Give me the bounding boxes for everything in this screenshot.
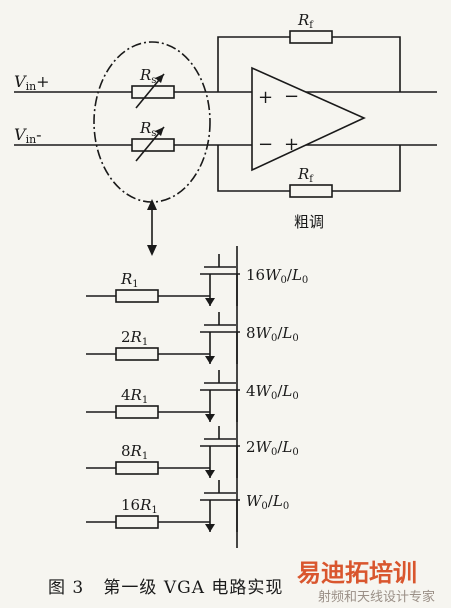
width-slash: / bbox=[268, 492, 274, 510]
vin-minus-label: Vin- bbox=[14, 125, 42, 146]
resistor-symbol: R bbox=[120, 270, 132, 288]
branch-resistor bbox=[115, 461, 159, 475]
branch-3 bbox=[86, 370, 240, 422]
rf-bottom-wire bbox=[217, 145, 290, 192]
branch-resistor bbox=[115, 347, 159, 361]
branch-resistor-label: R1 bbox=[120, 270, 139, 290]
resistor-subscript: 1 bbox=[142, 395, 148, 406]
rf-bottom-label: Rf bbox=[297, 165, 314, 185]
branch-resistor-label: 16R1 bbox=[121, 496, 158, 516]
resistor-coefficient: 16 bbox=[121, 496, 140, 514]
resistor-subscript: 1 bbox=[142, 337, 148, 348]
width-subscript: 0 bbox=[271, 391, 277, 402]
width-slash: / bbox=[287, 266, 293, 284]
branch-5 bbox=[86, 480, 240, 532]
length-subscript: 0 bbox=[283, 501, 289, 512]
branch-resistor bbox=[115, 515, 159, 529]
rf-top-wire-right bbox=[332, 36, 401, 92]
branch-resistor-label: 8R1 bbox=[121, 442, 148, 462]
branch-resistor-label: 2R1 bbox=[121, 328, 148, 348]
width-coefficient: 4 bbox=[246, 382, 256, 400]
rf-bottom-resistor bbox=[289, 184, 333, 198]
length-subscript: 0 bbox=[292, 447, 298, 458]
width-subscript: 0 bbox=[271, 333, 277, 344]
width-symbol: W bbox=[265, 266, 282, 284]
rs-top-resistor bbox=[131, 85, 175, 99]
length-symbol: L bbox=[281, 438, 292, 456]
transistor-arrowhead bbox=[205, 470, 215, 478]
resistor-coefficient: 2 bbox=[121, 328, 131, 346]
resistor-subscript: 1 bbox=[142, 451, 148, 462]
watermark-logo: 易迪拓培训 bbox=[297, 559, 417, 587]
bidirectional-arrowhead-down bbox=[147, 245, 157, 256]
transistor-arrowhead bbox=[205, 356, 215, 364]
width-symbol: W bbox=[256, 382, 273, 400]
rf-top-resistor bbox=[289, 30, 333, 44]
transistor-arrowhead bbox=[205, 414, 215, 422]
width-subscript: 0 bbox=[271, 447, 277, 458]
amp-input-minus: − bbox=[258, 134, 273, 155]
branch-resistor bbox=[115, 289, 159, 303]
branch-4 bbox=[86, 426, 240, 478]
resistor-symbol: R bbox=[139, 496, 151, 514]
width-subscript: 0 bbox=[261, 501, 267, 512]
resistor-subscript: 1 bbox=[151, 505, 157, 516]
width-slash: / bbox=[277, 324, 283, 342]
length-subscript: 0 bbox=[292, 391, 298, 402]
watermark-tagline: 射频和天线设计专家 bbox=[318, 589, 435, 605]
rf-top-label: Rf bbox=[297, 11, 314, 31]
width-coefficient: 16 bbox=[246, 266, 265, 284]
branch-1 bbox=[86, 254, 240, 306]
vin-plus-label: Vin+ bbox=[14, 72, 50, 93]
length-symbol: L bbox=[281, 324, 292, 342]
width-symbol: W bbox=[256, 438, 273, 456]
length-subscript: 0 bbox=[292, 333, 298, 344]
branch-width-label: 16W0/L0 bbox=[246, 266, 308, 286]
dashed-selection-ellipse bbox=[93, 41, 211, 203]
amplifier bbox=[251, 66, 366, 172]
branch-width-label: 4W0/L0 bbox=[246, 382, 299, 402]
rs-bottom-arrowhead bbox=[155, 127, 164, 136]
resistor-subscript: 1 bbox=[132, 279, 138, 290]
resistor-coefficient: 8 bbox=[121, 442, 131, 460]
length-subscript: 0 bbox=[302, 275, 308, 286]
length-symbol: L bbox=[281, 382, 292, 400]
width-coefficient: 2 bbox=[246, 438, 256, 456]
branch-width-label: 8W0/L0 bbox=[246, 324, 299, 344]
branch-width-label: W0/L0 bbox=[246, 492, 289, 512]
branch-width-label: 2W0/L0 bbox=[246, 438, 299, 458]
figure-caption: 图 3 第一级 VGA 电路实现 bbox=[48, 578, 283, 598]
amp-output-minus: − bbox=[284, 86, 299, 107]
resistor-symbol: R bbox=[130, 442, 142, 460]
width-slash: / bbox=[277, 438, 283, 456]
width-symbol: W bbox=[256, 324, 273, 342]
width-coefficient: 8 bbox=[246, 324, 256, 342]
rs-top-arrowhead bbox=[155, 74, 164, 83]
bidirectional-arrowhead-up bbox=[147, 199, 157, 210]
transistor-branches bbox=[86, 254, 240, 532]
branch-2 bbox=[86, 312, 240, 364]
width-subscript: 0 bbox=[281, 275, 287, 286]
rs-bottom-label: Rs bbox=[139, 119, 156, 139]
rf-bottom-wire-right bbox=[332, 145, 401, 192]
transistor-arrowhead bbox=[205, 524, 215, 532]
transistor-arrowhead bbox=[205, 298, 215, 306]
length-symbol: L bbox=[272, 492, 283, 510]
width-slash: / bbox=[277, 382, 283, 400]
resistor-symbol: R bbox=[130, 328, 142, 346]
rs-bottom-resistor bbox=[131, 138, 175, 152]
length-symbol: L bbox=[291, 266, 302, 284]
resistor-coefficient: 4 bbox=[121, 386, 131, 404]
amp-output-plus: + bbox=[284, 134, 299, 155]
width-symbol: W bbox=[246, 492, 263, 510]
branch-resistor bbox=[115, 405, 159, 419]
amp-input-plus: + bbox=[258, 87, 273, 108]
resistor-symbol: R bbox=[130, 386, 142, 404]
rf-top-wire bbox=[217, 36, 290, 92]
coarse-adjust-label: 粗调 bbox=[294, 213, 324, 231]
rs-top-label: Rs bbox=[139, 66, 156, 86]
branch-resistor-label: 4R1 bbox=[121, 386, 148, 406]
